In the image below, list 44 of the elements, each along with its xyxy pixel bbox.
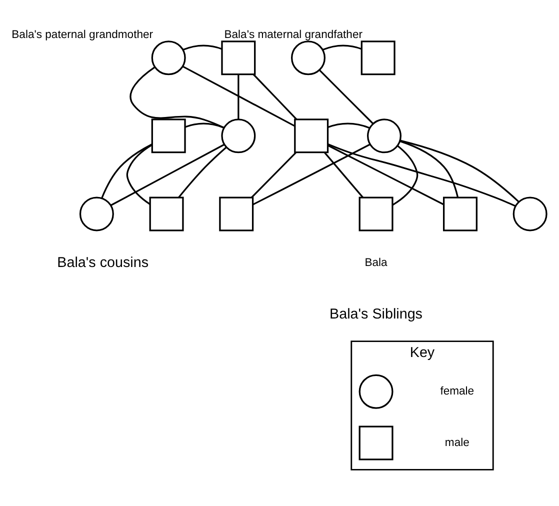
connector <box>252 143 370 205</box>
connector <box>182 65 295 126</box>
node-box <box>360 40 396 75</box>
connector <box>318 69 374 124</box>
connector <box>328 122 370 128</box>
node-label: Bala <box>364 256 388 269</box>
label: Bala's Siblings <box>330 306 423 322</box>
node-circle <box>221 118 256 153</box>
connector <box>110 143 225 206</box>
node-circle <box>79 196 114 231</box>
connector <box>392 144 418 206</box>
connector <box>251 152 296 198</box>
connector <box>328 142 516 206</box>
label: Bala's cousins <box>57 254 149 271</box>
connector <box>238 74 240 119</box>
node-box <box>221 40 256 75</box>
node-box <box>151 118 186 153</box>
connector <box>400 140 459 197</box>
node-box <box>358 425 394 460</box>
node-circle <box>291 40 326 75</box>
node-circle <box>512 196 548 231</box>
node-circle <box>151 40 186 75</box>
connector <box>130 66 224 128</box>
connector <box>322 44 362 50</box>
node-box <box>358 196 394 231</box>
node-circle <box>367 118 402 153</box>
connector <box>126 144 152 204</box>
node-box <box>149 196 184 231</box>
node-label: Bala's maternal grandfather <box>224 28 362 41</box>
connector <box>101 143 152 198</box>
connector <box>324 152 364 198</box>
connector <box>184 122 224 128</box>
node-box <box>443 196 478 231</box>
connector <box>400 139 520 202</box>
node-box <box>219 196 254 231</box>
connector <box>178 146 227 198</box>
connector <box>327 144 444 205</box>
legend-label: female <box>440 385 474 397</box>
connector <box>252 73 298 120</box>
connector <box>182 44 222 50</box>
legend-label: male <box>444 436 470 448</box>
node-box <box>294 118 329 153</box>
node-label: Bala's paternal grandmother <box>12 28 154 41</box>
node-circle <box>358 374 394 408</box>
